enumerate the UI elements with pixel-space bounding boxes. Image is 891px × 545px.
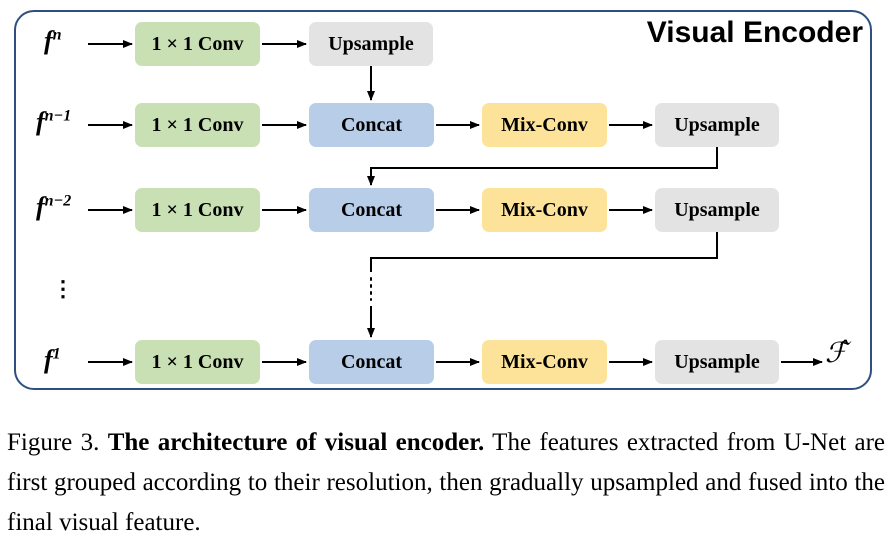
- concat-box-row1: Concat: [309, 103, 434, 147]
- upsample-box-row2: Upsample: [655, 188, 779, 232]
- visual-encoder-frame: [14, 10, 872, 390]
- output-feature-label: ℱ̂: [825, 338, 848, 369]
- figure-caption: Figure 3. The architecture of visual enc…: [7, 423, 885, 543]
- row-label-fn-2: fn−2: [36, 192, 72, 221]
- caption-text: The features extracted from U-Net are fi…: [7, 429, 886, 536]
- concat-box-row3: Concat: [309, 340, 434, 384]
- caption-bold: The architecture of visual encoder.: [107, 429, 485, 456]
- row-label-fn-1: fn−1: [36, 107, 72, 136]
- upsample-box-row3: Upsample: [655, 340, 779, 384]
- conv-box-row2: 1 × 1 Conv: [135, 188, 260, 232]
- mixconv-box-row2: Mix-Conv: [482, 188, 607, 232]
- conv-box-row0: 1 × 1 Conv: [135, 22, 260, 66]
- row-label-f1: f1: [44, 345, 61, 374]
- conv-box-row3: 1 × 1 Conv: [135, 340, 260, 384]
- concat-box-row2: Concat: [309, 188, 434, 232]
- upsample-box-row1: Upsample: [655, 103, 779, 147]
- diagram-title: Visual Encoder: [646, 16, 863, 49]
- upsample-box-row0: Upsample: [309, 22, 433, 66]
- ellipsis-left: ⋮: [52, 276, 74, 301]
- mixconv-box-row1: Mix-Conv: [482, 103, 607, 147]
- mixconv-box-row3: Mix-Conv: [482, 340, 607, 384]
- conv-box-row1: 1 × 1 Conv: [135, 103, 260, 147]
- row-label-fn: fn: [44, 26, 62, 55]
- caption-prefix: Figure 3.: [7, 429, 100, 456]
